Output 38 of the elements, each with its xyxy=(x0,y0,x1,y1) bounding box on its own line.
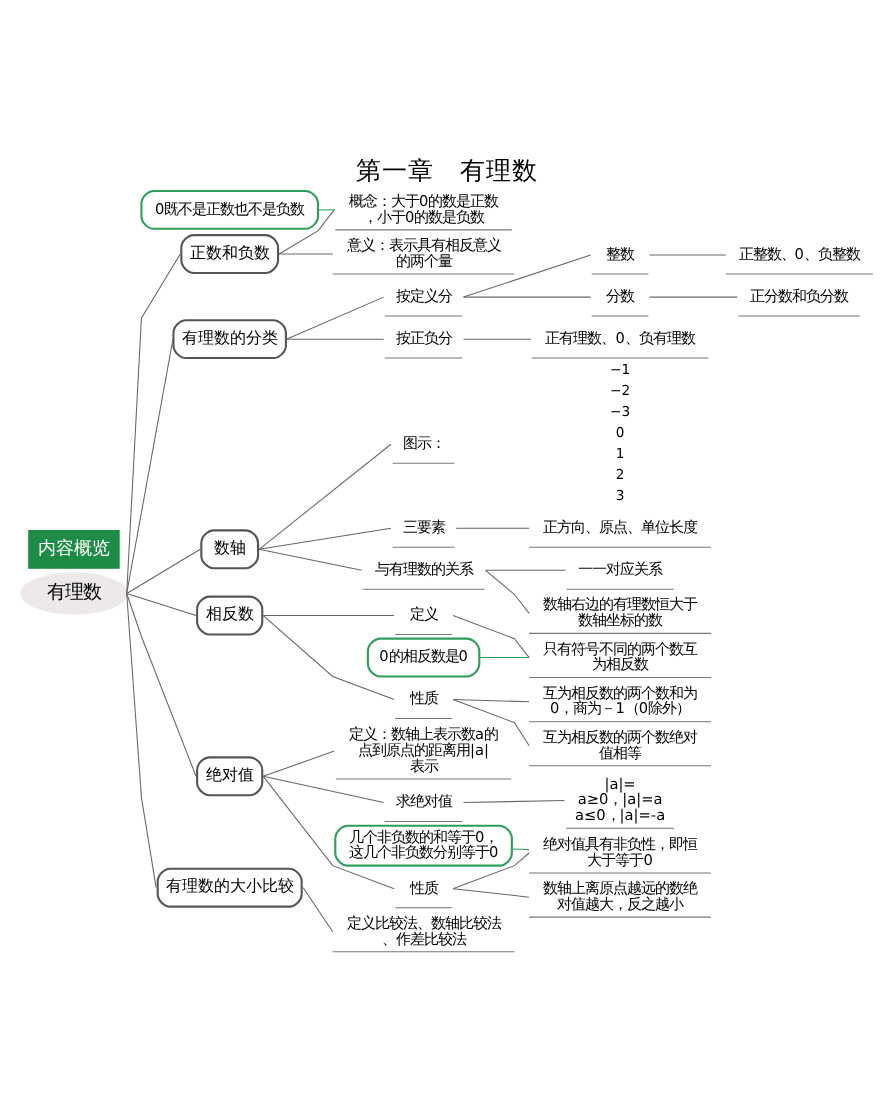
connector xyxy=(462,798,565,803)
connector xyxy=(258,547,363,570)
connector xyxy=(285,337,385,339)
connector xyxy=(452,614,530,658)
connector xyxy=(126,252,181,593)
connector xyxy=(262,749,335,776)
connector xyxy=(285,295,385,339)
connector xyxy=(648,253,727,255)
connector xyxy=(452,887,530,897)
connector xyxy=(258,442,392,549)
connector xyxy=(452,698,530,702)
connector xyxy=(485,568,530,613)
connector xyxy=(278,208,335,254)
connector xyxy=(278,252,334,254)
connector xyxy=(126,591,157,888)
connector xyxy=(258,526,392,549)
connector xyxy=(302,886,334,932)
connector xyxy=(452,698,530,746)
connector xyxy=(452,851,530,889)
connector xyxy=(485,568,566,570)
connector xyxy=(511,847,530,850)
connector xyxy=(262,614,395,616)
connector xyxy=(317,208,336,210)
connector xyxy=(262,614,395,700)
connector xyxy=(478,656,530,658)
connector xyxy=(462,295,592,297)
connector xyxy=(455,526,530,528)
connector xyxy=(126,591,197,616)
connector xyxy=(462,253,592,297)
connector xyxy=(648,295,738,297)
connector xyxy=(262,774,385,803)
connector xyxy=(262,774,395,889)
diagram-title: 第一章 有理数 xyxy=(355,153,538,184)
connector xyxy=(126,337,174,593)
node-ellipse: 有理数 xyxy=(20,571,128,614)
connector xyxy=(126,591,197,776)
connector xyxy=(462,337,532,339)
connector xyxy=(126,547,201,593)
